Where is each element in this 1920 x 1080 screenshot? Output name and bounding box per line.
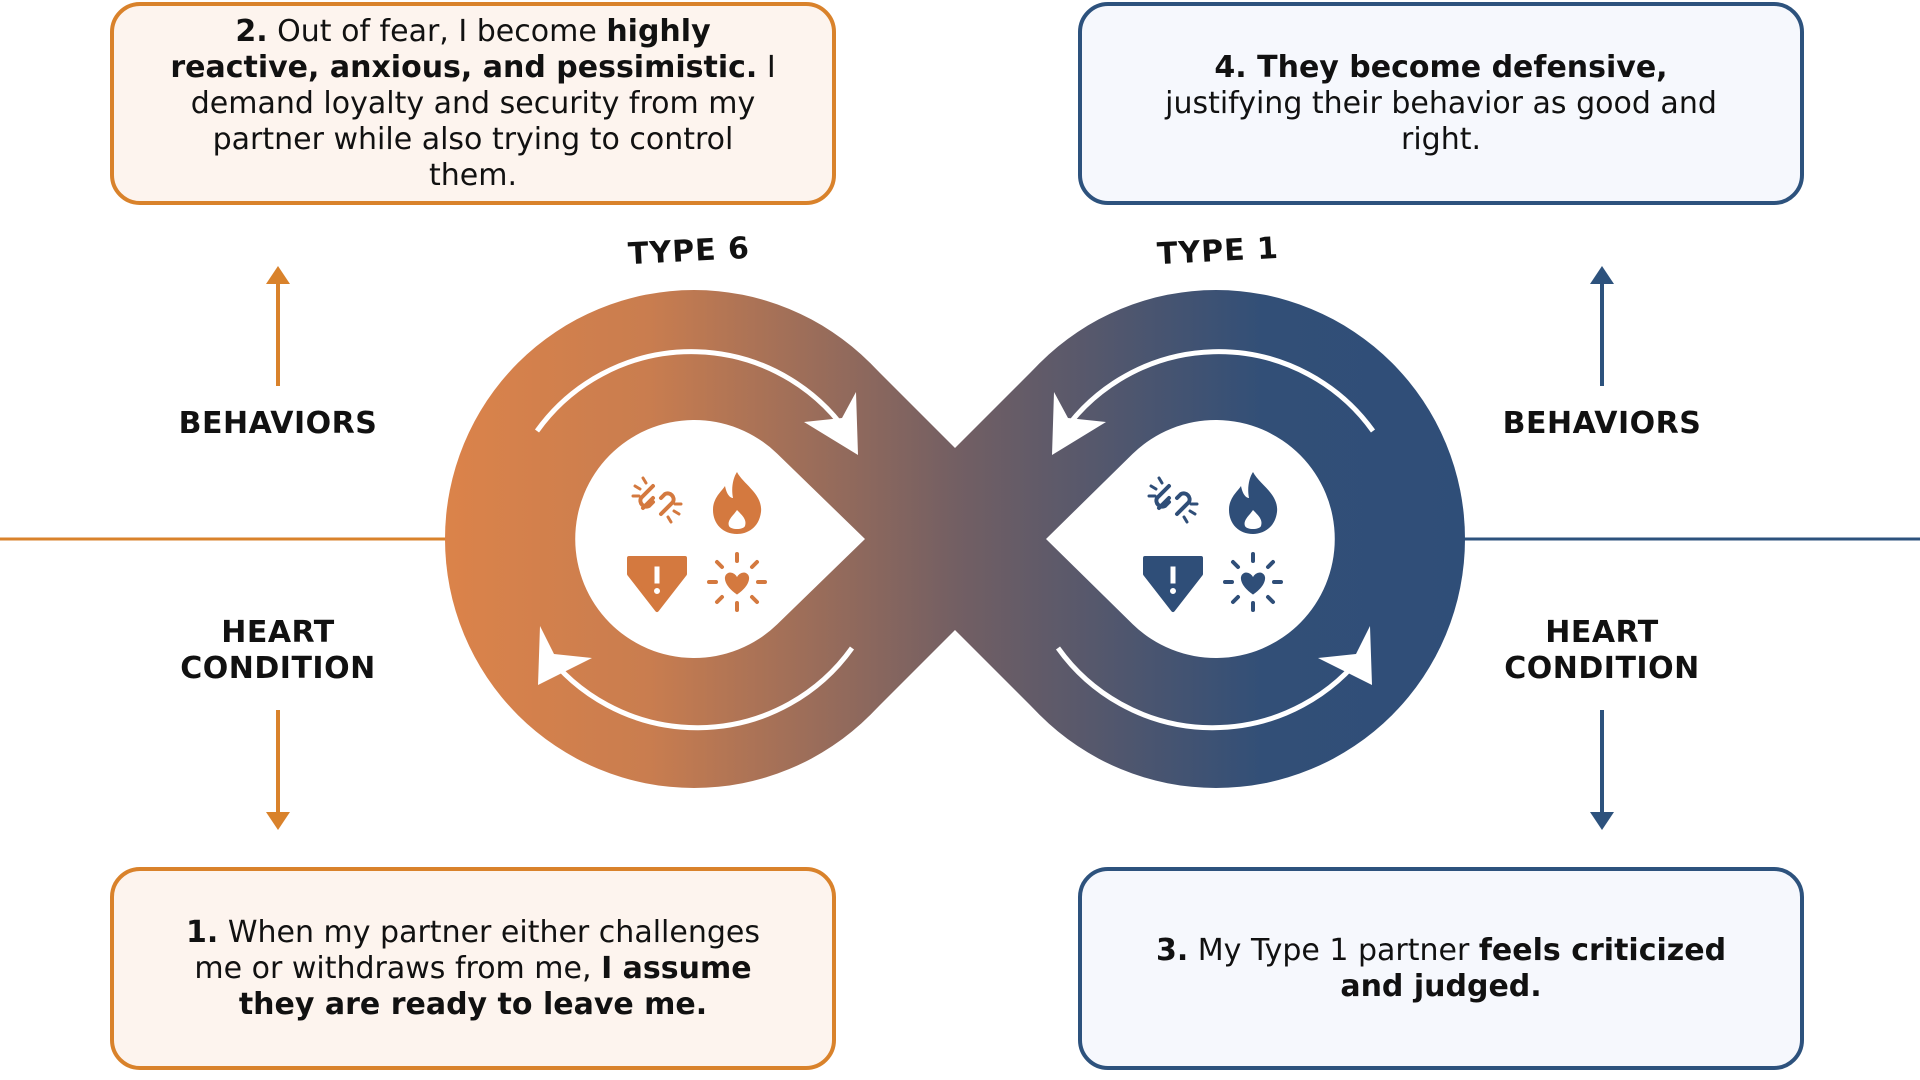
step-text: justifying their behavior as good and ri…: [1165, 85, 1717, 157]
step-2-box: 2. Out of fear, I become highly reactive…: [110, 2, 836, 205]
cycle-arrows: [534, 349, 1376, 731]
step-bold-text: I assume they are ready to leave me.: [238, 950, 752, 1022]
step-bold-text: feels criticized and judged.: [1340, 932, 1727, 1004]
behaviors-label-right: BEHAVIORS: [1502, 406, 1702, 441]
step-text: My Type 1 partner: [1188, 932, 1479, 968]
step-text: I demand loyalty and security from my pa…: [190, 49, 776, 193]
heart-label: HEART: [221, 615, 335, 650]
step-text: When my partner either challenges me or …: [194, 914, 760, 986]
step-number: 3.: [1155, 932, 1189, 968]
condition-label: CONDITION: [1504, 651, 1700, 686]
heart-burst-icon: [707, 552, 767, 612]
right-inner-drop: [1046, 420, 1335, 659]
step-1-box: 1. When my partner either challenges me …: [110, 867, 836, 1070]
step-number: 2.: [235, 13, 268, 49]
step-4-box: 4. They become defensive, justifying the…: [1078, 2, 1804, 205]
step-number: 4.: [1214, 49, 1247, 85]
step-3-box: 3. My Type 1 partner feels criticized an…: [1078, 867, 1804, 1070]
condition-label: CONDITION: [180, 651, 376, 686]
step-bold-text: highly reactive, anxious, and pessimisti…: [170, 13, 758, 85]
heart-burst-icon: [1223, 552, 1283, 612]
step-bold-text: They become defensive,: [1246, 49, 1668, 85]
behaviors-label-left: BEHAVIORS: [178, 406, 378, 441]
step-text: Out of fear, I become: [267, 13, 607, 49]
step-number: 1.: [186, 914, 219, 950]
heart-label: HEART: [1545, 615, 1659, 650]
